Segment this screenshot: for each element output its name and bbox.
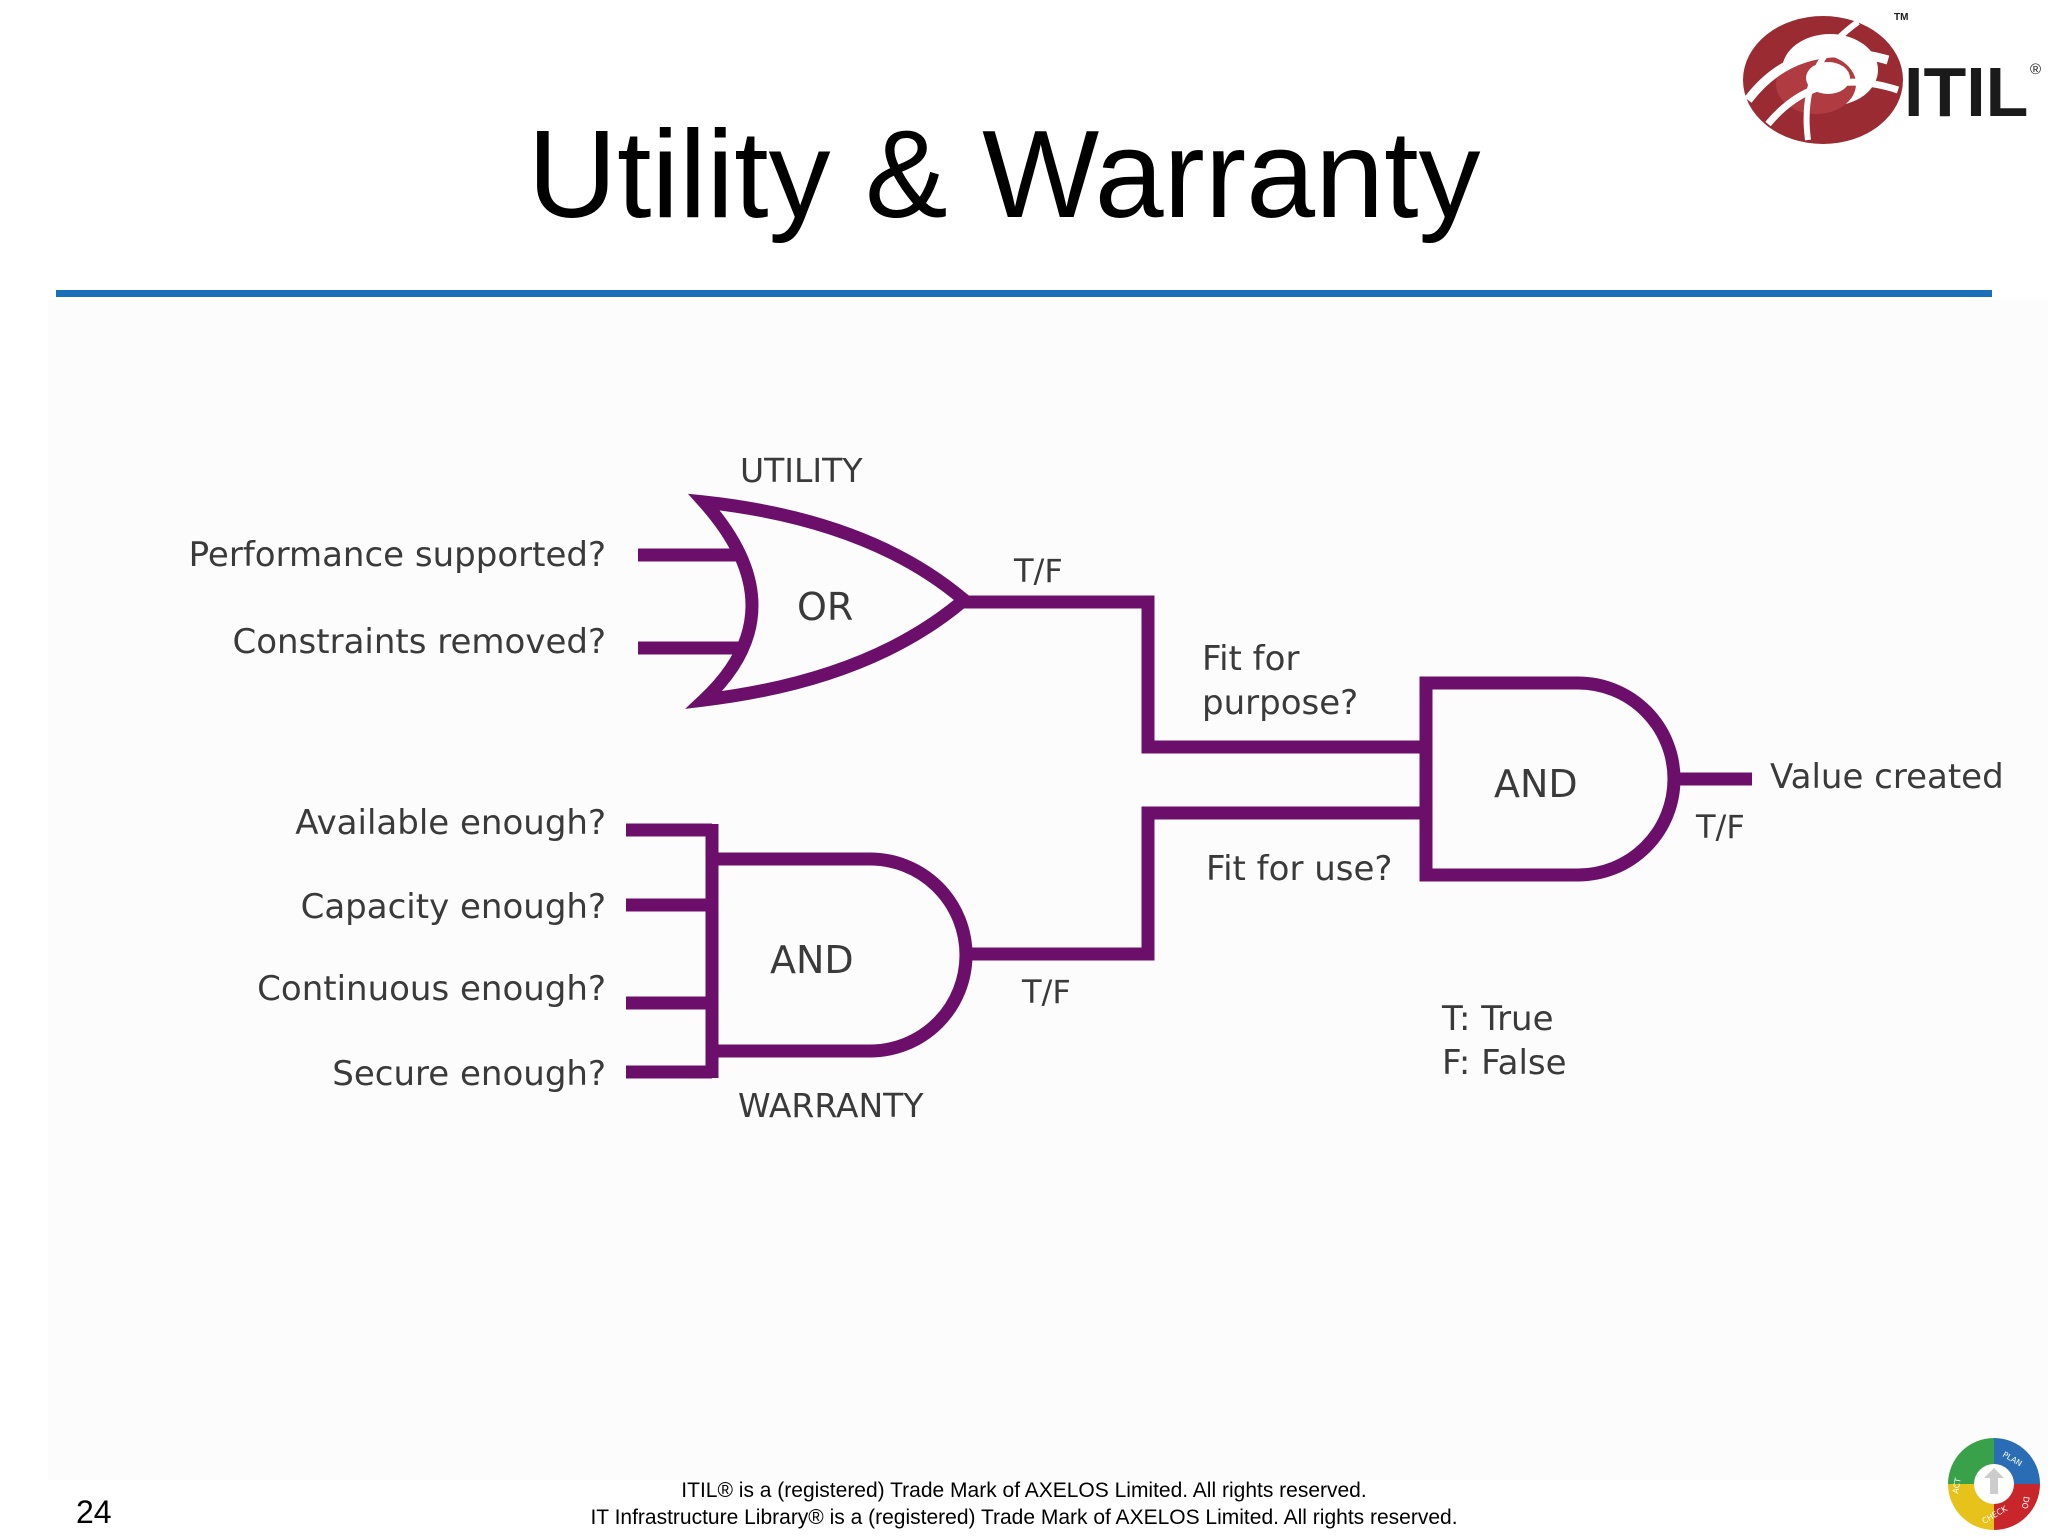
itil-logo: ITIL TM ® bbox=[1743, 12, 2041, 144]
footer-line-1: ITIL® is a (registered) Trade Mark of AX… bbox=[681, 1479, 1367, 1502]
slide-title: Utility & Warranty bbox=[527, 106, 1481, 244]
warranty-and-gate-shape bbox=[705, 852, 973, 1058]
pdca-cycle-logo: PLAN DO CHECK ACT bbox=[1948, 1438, 2040, 1530]
title-divider bbox=[56, 290, 1992, 297]
input-capacity: Capacity enough? bbox=[301, 887, 606, 927]
input-constraints: Constraints removed? bbox=[232, 622, 606, 662]
legend-true: T: True bbox=[1441, 999, 1554, 1039]
value-created-label: Value created bbox=[1770, 757, 2004, 797]
footer-line-2: IT Infrastructure Library® is a (registe… bbox=[590, 1506, 1458, 1529]
or-gate-label: OR bbox=[797, 585, 853, 629]
itil-swirl-icon bbox=[1743, 16, 1903, 144]
value-gate-label: AND bbox=[1494, 762, 1578, 806]
utility-label: UTILITY bbox=[740, 451, 863, 490]
input-available: Available enough? bbox=[295, 803, 606, 843]
wire-fit-for-purpose bbox=[964, 595, 1426, 754]
warranty-output-tf: T/F bbox=[1021, 973, 1071, 1011]
value-and-gate-shape bbox=[1419, 676, 1681, 882]
legend-false: F: False bbox=[1442, 1043, 1567, 1083]
or-gate-shape bbox=[685, 493, 975, 709]
wire-fit-for-use bbox=[966, 806, 1426, 961]
fit-for-use-label: Fit for use? bbox=[1206, 849, 1392, 889]
pdca-cycle-icon bbox=[1948, 1438, 2040, 1530]
diagram-background bbox=[48, 300, 2048, 1480]
input-secure: Secure enough? bbox=[332, 1054, 606, 1094]
utility-output-tf: T/F bbox=[1013, 552, 1063, 590]
pdca-label-do: DO bbox=[2020, 1496, 2031, 1510]
page-number: 24 bbox=[76, 1494, 112, 1530]
footer-trademark: ITIL® is a (registered) Trade Mark of AX… bbox=[0, 1477, 2048, 1531]
warranty-label: WARRANTY bbox=[738, 1086, 924, 1125]
itil-trademark: TM bbox=[1894, 12, 1908, 23]
input-performance: Performance supported? bbox=[189, 535, 606, 575]
pdca-label-act: ACT bbox=[1951, 1477, 1963, 1494]
fit-for-purpose-line1: Fit for bbox=[1202, 639, 1299, 679]
itil-registered: ® bbox=[2030, 61, 2041, 78]
input-continuous: Continuous enough? bbox=[257, 969, 606, 1009]
fit-for-purpose-line2: purpose? bbox=[1202, 683, 1358, 723]
value-output-tf: T/F bbox=[1695, 808, 1745, 846]
warranty-gate-label: AND bbox=[770, 938, 854, 982]
itil-logo-text: ITIL bbox=[1904, 53, 2028, 131]
